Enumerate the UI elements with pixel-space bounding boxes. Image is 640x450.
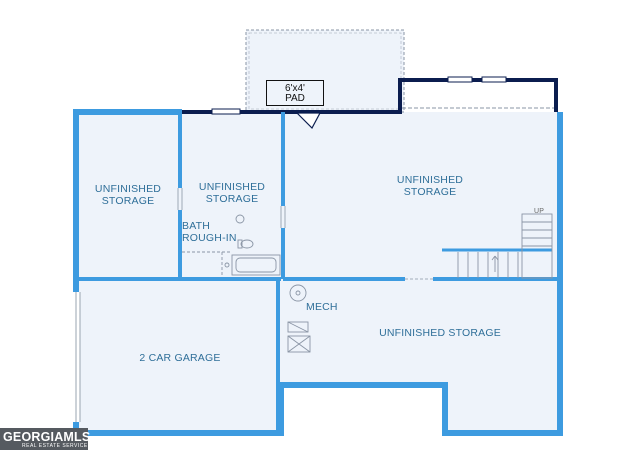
exterior-top-wall [182,78,558,114]
stairs-up-label: UP [534,208,545,215]
bath-fixtures [182,214,281,277]
georgiamls-logo: GEORGIAMLS REAL ESTATE SERVICES [0,428,91,450]
room-label-storage-bottom: UNFINISHED STORAGE [379,327,501,339]
room-label-storage-right: UNFINISHED STORAGE [396,174,464,198]
room-label-storage-left: UNFINISHED STORAGE [94,183,162,207]
stairs [442,213,553,279]
door-swing [295,112,321,129]
room-label-garage: 2 CAR GARAGE [139,352,221,364]
mech-equipment [287,284,311,353]
room-label-storage-center: UNFINISHED STORAGE [198,181,266,205]
pad-label: 6'x4' PAD [285,83,305,104]
outer-walls [73,109,563,436]
floor-area [76,112,560,433]
logo-brand: GEORGIAMLS [3,430,91,444]
room-label-mech: MECH [306,301,338,313]
logo-tagline: REAL ESTATE SERVICES [22,443,92,449]
room-label-bath: BATH ROUGH-IN [182,220,237,244]
pad-box [266,80,324,106]
